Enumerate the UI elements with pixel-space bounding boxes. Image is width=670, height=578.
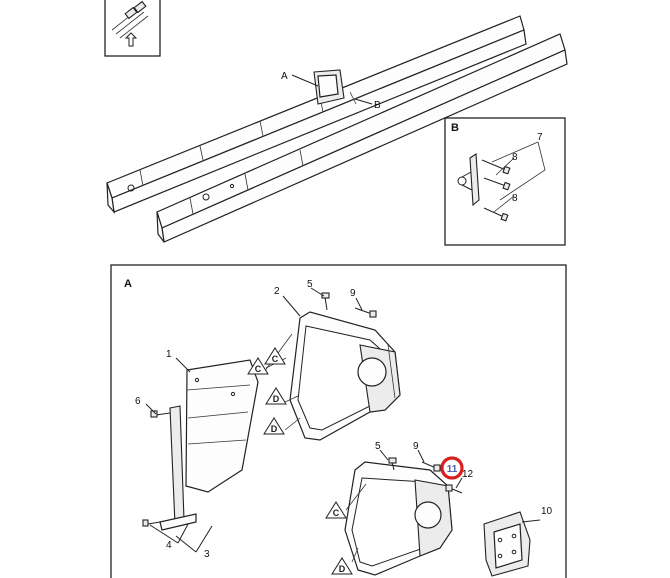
svg-text:C: C (255, 364, 262, 374)
detail-b-title: B (451, 122, 459, 134)
label-7: 7 (537, 132, 543, 143)
mudguard-panel (185, 359, 259, 493)
svg-text:C: C (333, 508, 340, 518)
detail-b-panel: B 7 8 8 (444, 117, 566, 246)
svg-text:D: D (271, 424, 278, 434)
label-3: 3 (204, 549, 210, 560)
svg-text:C: C (272, 354, 279, 364)
label-9-lower: 9 (413, 441, 419, 452)
triangle-d-3: D (331, 557, 353, 575)
label-9: 9 (350, 288, 356, 299)
triangle-c-2: C (264, 347, 286, 365)
callout-b: B (374, 100, 381, 111)
label-2: 2 (274, 286, 280, 297)
highlighted-part-11[interactable]: 11 (440, 456, 464, 480)
label-10: 10 (541, 506, 553, 517)
label-5: 5 (307, 279, 313, 290)
label-8-top: 8 (512, 152, 518, 163)
triangle-d-2: D (263, 417, 285, 435)
label-5-lower: 5 (375, 441, 381, 452)
detail-a-panel: A (110, 264, 567, 578)
label-1: 1 (166, 349, 172, 360)
svg-text:D: D (339, 564, 346, 574)
svg-text:D: D (273, 394, 280, 404)
triangle-d-1: D (265, 387, 287, 405)
up-arrow-icon (124, 32, 138, 47)
label-8-bottom: 8 (512, 193, 518, 204)
label-12: 12 (462, 469, 474, 480)
label-11: 11 (447, 464, 458, 475)
label-6: 6 (135, 396, 141, 407)
orientation-icon (104, 0, 161, 57)
label-4: 4 (166, 540, 172, 551)
triangle-c-1: C (247, 357, 269, 375)
callout-a: A (281, 71, 288, 82)
detail-a-title: A (124, 278, 132, 290)
triangle-c-3: C (325, 501, 347, 519)
chassis-rails (106, 15, 568, 243)
